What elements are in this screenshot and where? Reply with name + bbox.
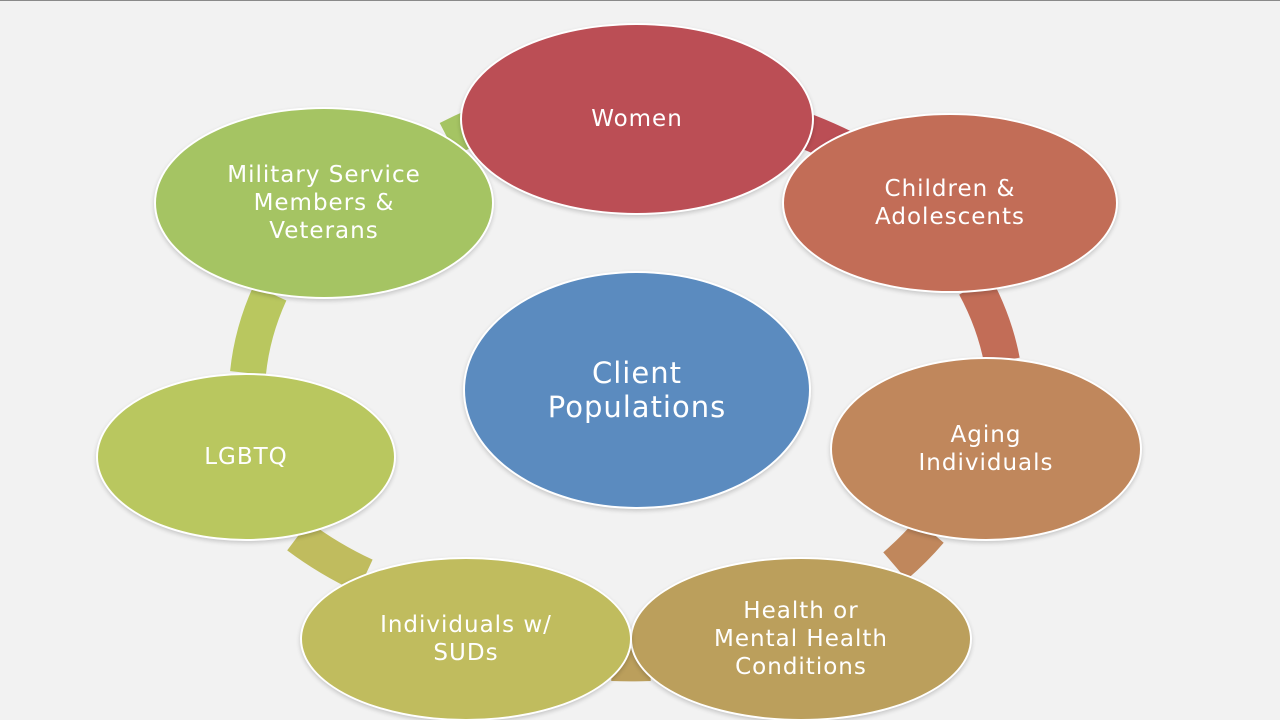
node-children-adolescents: Children & Adolescents — [782, 113, 1118, 293]
connector-arc-suds-lgbtq — [287, 521, 373, 593]
center-node-label: Client Populations — [547, 356, 727, 424]
connector-arc-lgbtq-military — [230, 285, 287, 376]
connector-arc-aging-health — [883, 519, 944, 580]
node-health-mental-health: Health or Mental Health Conditions — [630, 557, 972, 720]
node-health-mental-health-label: Health or Mental Health Conditions — [714, 598, 888, 680]
node-individuals-suds-label: Individuals w/ SUDs — [380, 612, 552, 666]
node-military-veterans: Military Service Members & Veterans — [154, 107, 494, 299]
node-lgbtq: LGBTQ — [96, 373, 396, 541]
center-node-client-populations: Client Populations — [463, 271, 811, 509]
node-military-veterans-label: Military Service Members & Veterans — [227, 162, 421, 244]
connector-arc-children-aging — [959, 277, 1020, 365]
node-aging-individuals-label: Aging Individuals — [918, 422, 1054, 476]
node-individuals-suds: Individuals w/ SUDs — [300, 557, 632, 720]
node-children-adolescents-label: Children & Adolescents — [875, 176, 1025, 230]
node-women-label: Women — [591, 106, 683, 132]
node-aging-individuals: Aging Individuals — [830, 357, 1142, 541]
node-lgbtq-label: LGBTQ — [204, 444, 288, 470]
node-women: Women — [460, 23, 814, 215]
